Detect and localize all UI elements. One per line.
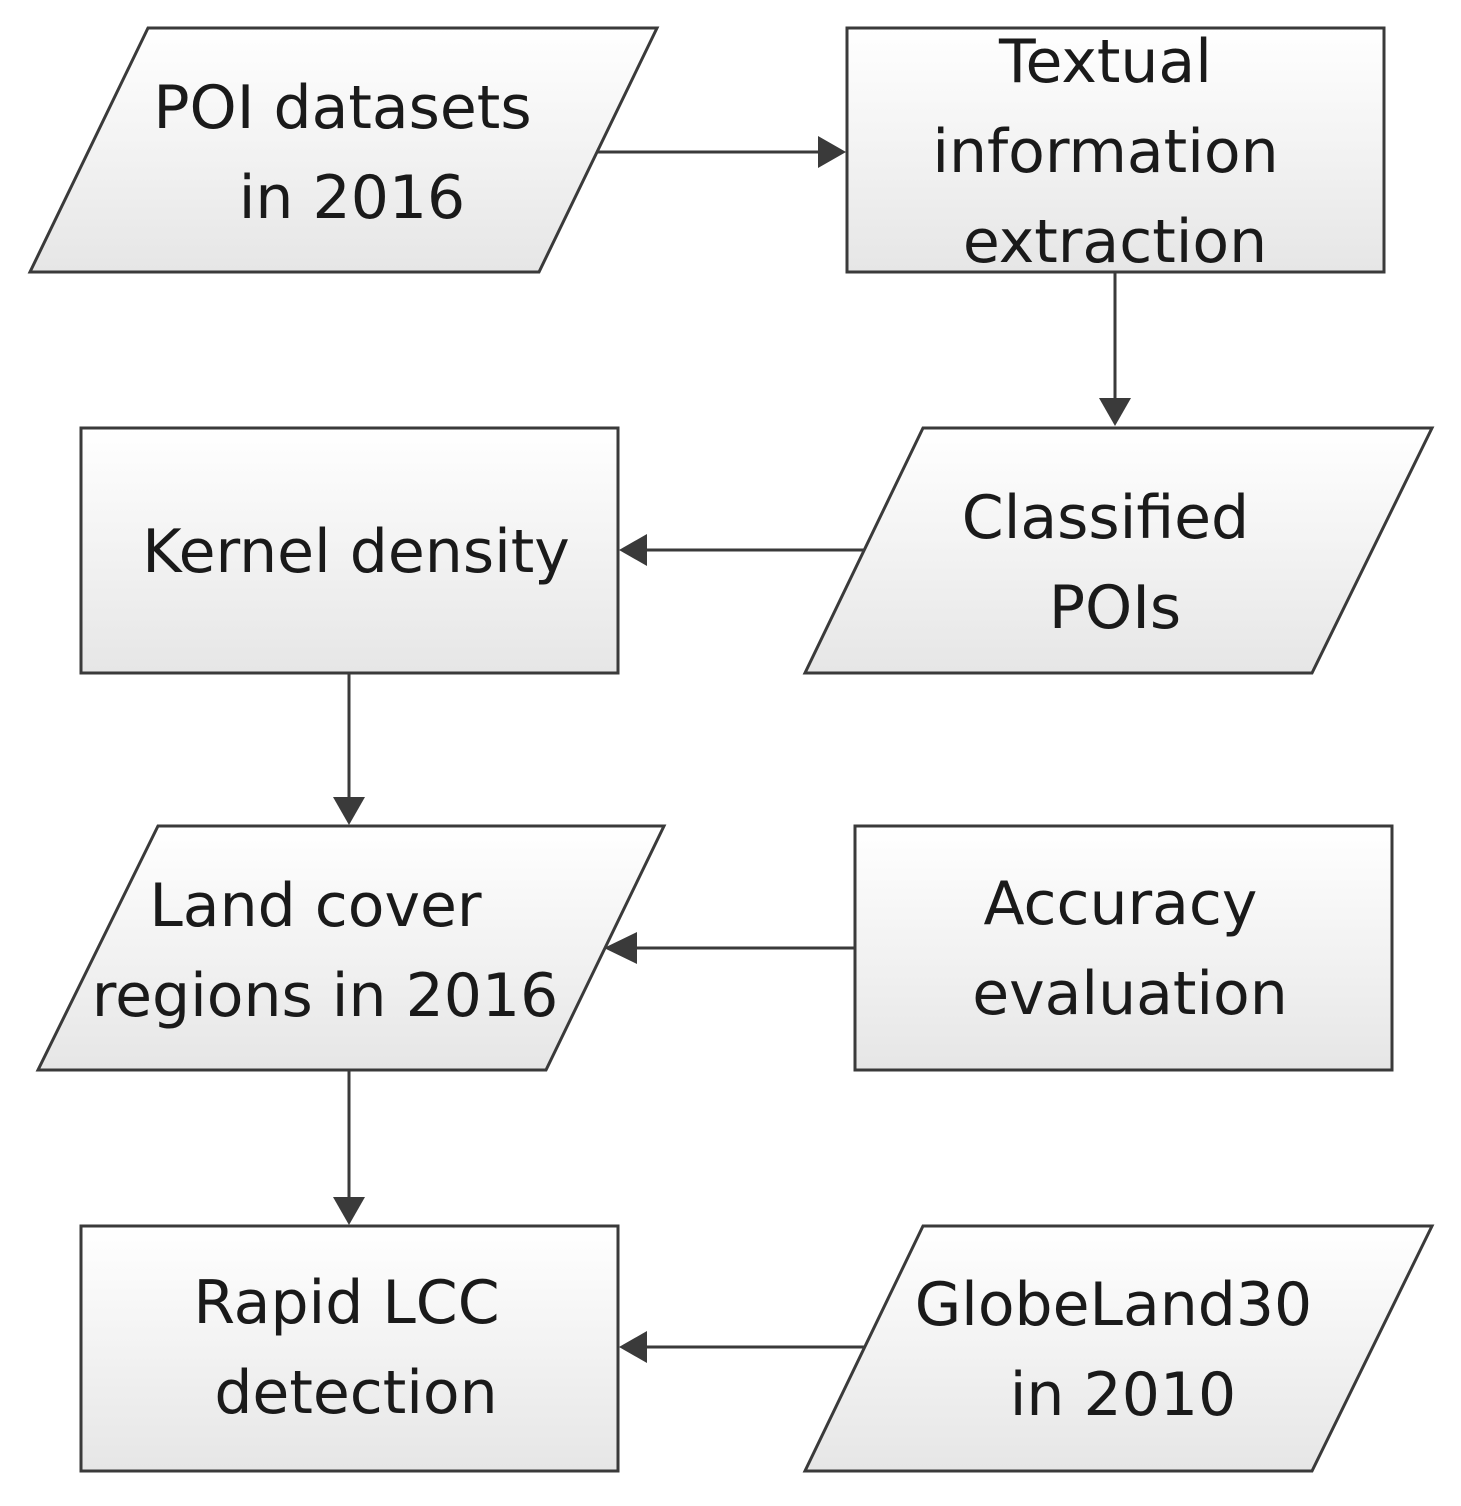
edge-textual-to-classified xyxy=(1099,273,1131,426)
node-label: Land cover regions in 2016 xyxy=(92,871,559,1031)
node-label: Textual information extraction xyxy=(932,27,1297,277)
node-label: Rapid LCC detection xyxy=(193,1268,518,1428)
node-classified-pois: Classified POIs xyxy=(802,426,1435,675)
node-poi-datasets: POI datasets in 2016 xyxy=(27,26,660,274)
node-globeland30: GlobeLand30 in 2010 xyxy=(802,1224,1435,1473)
edge-classified-to-kernel xyxy=(619,534,864,566)
edge-kernel-to-landcover xyxy=(333,674,365,825)
node-accuracy-evaluation: Accuracy evaluation xyxy=(853,824,1394,1072)
node-label: POI datasets in 2016 xyxy=(153,73,550,233)
node-label: GlobeLand30 in 2010 xyxy=(915,1270,1332,1430)
node-label: Accuracy evaluation xyxy=(972,869,1288,1029)
edge-poi-to-textual xyxy=(597,136,846,168)
node-label: Kernel density xyxy=(142,517,570,587)
edge-landcover-to-rapid xyxy=(333,1071,365,1225)
node-rapid-lcc-detection: Rapid LCC detection xyxy=(79,1224,620,1473)
node-label: Classified POIs xyxy=(962,483,1268,643)
node-land-cover-regions: Land cover regions in 2016 xyxy=(35,824,667,1072)
node-kernel-density: Kernel density xyxy=(79,426,620,675)
edge-globeland-to-rapid xyxy=(619,1331,864,1363)
node-textual-information-extraction: Textual information extraction xyxy=(845,26,1386,277)
edge-accuracy-to-landcover xyxy=(604,932,855,964)
